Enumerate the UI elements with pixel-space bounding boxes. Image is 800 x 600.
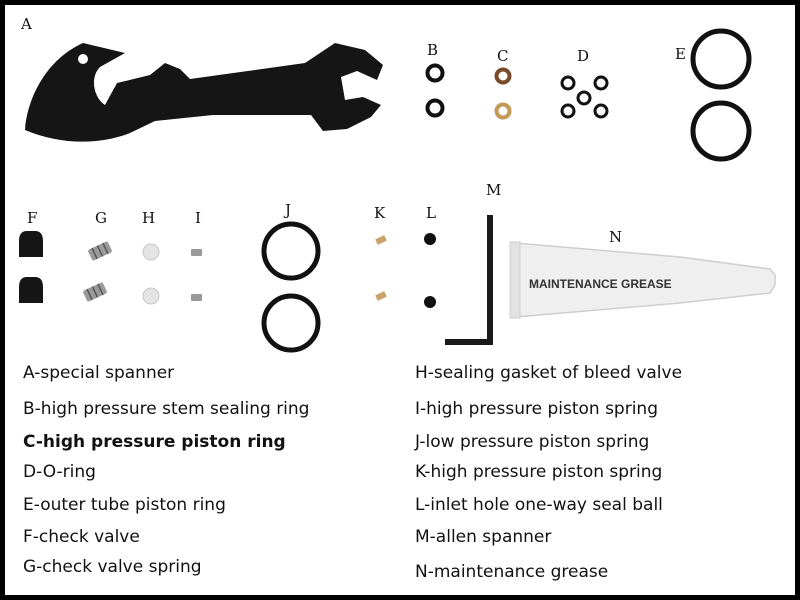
o-ring — [576, 90, 592, 106]
part-label: F — [27, 209, 38, 227]
o-ring — [593, 103, 609, 119]
tube-text: MAINTENANCE GREASE — [529, 277, 672, 291]
part-label: K — [374, 204, 386, 222]
legend-item: L-inlet hole one-way seal ball — [415, 495, 663, 515]
spanner-hole — [97, 68, 107, 78]
part-label: E — [675, 45, 686, 63]
part-label: L — [426, 204, 436, 222]
outer-tube-piston-ring — [690, 100, 752, 162]
part-label: J — [285, 201, 292, 219]
allen-spanner — [445, 215, 493, 345]
brass-piece — [375, 235, 387, 245]
bleed-valve-gasket — [142, 287, 160, 305]
legend-item: C-high pressure piston ring — [23, 432, 286, 452]
spanner-hole — [78, 54, 88, 64]
check-valve-spring — [88, 241, 112, 261]
stem-sealing-ring — [425, 98, 445, 118]
part-label: G — [95, 209, 107, 227]
legend-item: I-high pressure piston spring — [415, 399, 658, 419]
seal-ball — [424, 233, 436, 245]
o-ring — [560, 103, 576, 119]
outer-tube-piston-ring — [690, 28, 752, 90]
parts-photo: MAINTENANCE GREASE — [19, 28, 776, 353]
part-label: N — [609, 228, 623, 246]
low-pressure-ring — [261, 221, 321, 281]
legend-item: F-check valve — [23, 527, 140, 547]
part-label: D — [577, 47, 590, 65]
part-label: M — [486, 181, 502, 199]
grease-tube: MAINTENANCE GREASE — [509, 241, 776, 319]
piston-spring-small — [191, 294, 202, 301]
legend-item: B-high pressure stem sealing ring — [23, 399, 310, 419]
legend-item: J-low pressure piston spring — [415, 432, 650, 452]
brass-piece — [375, 291, 387, 301]
o-ring — [560, 75, 576, 91]
low-pressure-ring — [261, 293, 321, 353]
legend-item: M-allen spanner — [415, 527, 552, 547]
part-label: C — [497, 47, 509, 65]
check-valve — [19, 231, 43, 257]
piston-ring-brass — [494, 102, 512, 120]
legend-item: K-high pressure piston spring — [415, 462, 663, 482]
seal-ball — [424, 296, 436, 308]
stem-sealing-ring — [425, 63, 445, 83]
legend-item: G-check valve spring — [23, 557, 202, 577]
piston-ring-copper — [494, 67, 512, 85]
legend-item: H-sealing gasket of bleed valve — [415, 363, 683, 383]
part-label: I — [195, 209, 201, 227]
legend-item: E-outer tube piston ring — [23, 495, 226, 515]
o-ring — [593, 75, 609, 91]
part-label: A — [21, 15, 32, 33]
part-label: H — [142, 209, 156, 227]
special-spanner — [25, 43, 383, 142]
piston-spring-small — [191, 249, 202, 256]
check-valve-spring — [83, 282, 107, 302]
part-label: B — [427, 41, 439, 59]
legend-item: D-O-ring — [23, 462, 96, 482]
legend-item: A-special spanner — [23, 363, 175, 383]
legend-item: N-maintenance grease — [415, 562, 609, 582]
bleed-valve-gasket — [142, 243, 160, 261]
check-valve — [19, 277, 43, 303]
